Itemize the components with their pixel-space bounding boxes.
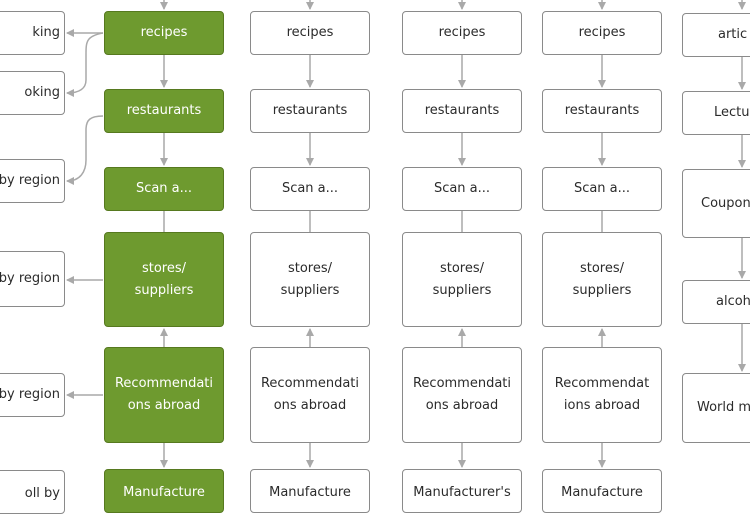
world-node[interactable]: World m allerg	[682, 373, 750, 443]
restaurants-label-3: restaurants	[424, 103, 500, 118]
restaurants-node-3[interactable]: restaurants	[402, 89, 522, 133]
scan-label-2: Scan a...	[281, 181, 339, 196]
stores-node-1[interactable]: stores/ suppliers	[104, 232, 224, 327]
restaurants-node-4[interactable]: restaurants	[542, 89, 662, 133]
manufacturer-node-1[interactable]: Manufacture	[104, 469, 224, 513]
scan-node-2[interactable]: Scan a...	[250, 167, 370, 211]
left-node-2-label: oking	[24, 85, 60, 100]
recommendations-label-1: Recommendati ons abroad	[114, 376, 214, 413]
scan-label-3: Scan a...	[433, 181, 491, 196]
scan-node-3[interactable]: Scan a...	[402, 167, 522, 211]
left-node-6-label: oll by	[24, 486, 60, 501]
recipes-label-3: recipes	[438, 25, 486, 40]
coupons-label: Coupon discou	[701, 195, 750, 211]
stores-label-4: stores/ suppliers	[572, 260, 632, 298]
manufacturer-label-3: Manufacturer's	[413, 485, 511, 500]
arrow-restaurants-to-left	[66, 115, 104, 185]
recipes-node-3[interactable]: recipes	[402, 11, 522, 55]
stores-node-3[interactable]: stores/ suppliers	[402, 232, 522, 327]
coupons-node[interactable]: Coupon discou	[682, 169, 750, 238]
restaurants-label-4: restaurants	[564, 103, 640, 118]
scan-label-1: Scan a...	[135, 181, 193, 196]
restaurants-node-1[interactable]: restaurants	[104, 89, 224, 133]
recommendations-label-3: Recommendati ons abroad	[412, 376, 512, 413]
articles-node[interactable]: artic	[682, 13, 750, 57]
stores-label-1: stores/ suppliers	[134, 260, 194, 298]
stores-label-3: stores/ suppliers	[432, 260, 492, 298]
left-node-5[interactable]: by region	[0, 373, 65, 417]
left-node-1[interactable]: king	[0, 11, 65, 55]
manufacturer-label-4: Manufacture	[561, 485, 643, 500]
restaurants-node-2[interactable]: restaurants	[250, 89, 370, 133]
left-node-2[interactable]: oking	[0, 71, 65, 115]
stores-label-2: stores/ suppliers	[280, 260, 340, 298]
left-node-3-label: by region	[0, 173, 60, 188]
articles-label: artic	[718, 27, 748, 42]
left-node-3[interactable]: by region	[0, 159, 65, 203]
left-node-4-label: by region	[0, 271, 60, 286]
manufacturer-node-4[interactable]: Manufacture	[542, 469, 662, 513]
stores-node-2[interactable]: stores/ suppliers	[250, 232, 370, 327]
recommendations-node-1[interactable]: Recommendati ons abroad	[104, 347, 224, 443]
scan-node-1[interactable]: Scan a...	[104, 167, 224, 211]
recommendations-label-4: Recommendat ions abroad	[554, 376, 650, 413]
manufacturer-label-2: Manufacture	[269, 485, 351, 500]
restaurants-label-2: restaurants	[272, 103, 348, 118]
arrow-recipes-to-left-2	[66, 32, 104, 97]
recommendations-node-2[interactable]: Recommendati ons abroad	[250, 347, 370, 443]
lecture-label: Lectu	[714, 105, 750, 120]
stores-node-4[interactable]: stores/ suppliers	[542, 232, 662, 327]
recommendations-node-3[interactable]: Recommendati ons abroad	[402, 347, 522, 443]
connector-lines	[66, 0, 746, 468]
restaurants-label-1: restaurants	[126, 103, 202, 118]
manufacturer-node-2[interactable]: Manufacture	[250, 469, 370, 513]
left-node-1-label: king	[32, 25, 60, 40]
manufacturer-label-1: Manufacture	[123, 485, 205, 500]
world-label: World m allerg	[697, 400, 750, 415]
recommendations-label-2: Recommendati ons abroad	[260, 376, 360, 413]
recipes-node-1[interactable]: recipes	[104, 11, 224, 55]
recipes-node-4[interactable]: recipes	[542, 11, 662, 55]
recipes-label-4: recipes	[578, 25, 626, 40]
left-node-6[interactable]: oll by	[0, 470, 65, 514]
manufacturer-node-3[interactable]: Manufacturer's	[402, 469, 522, 513]
recipes-label-1: recipes	[140, 25, 188, 40]
scan-label-4: Scan a...	[573, 181, 631, 196]
scan-node-4[interactable]: Scan a...	[542, 167, 662, 211]
left-node-4[interactable]: by region	[0, 251, 65, 307]
alcohol-node[interactable]: alcoh	[682, 280, 750, 324]
alcohol-label: alcoh	[716, 294, 750, 309]
lecture-node[interactable]: Lectu	[682, 91, 750, 135]
recipes-node-2[interactable]: recipes	[250, 11, 370, 55]
recipes-label-2: recipes	[286, 25, 334, 40]
left-node-5-label: by region	[0, 387, 60, 402]
recommendations-node-4[interactable]: Recommendat ions abroad	[542, 347, 662, 443]
